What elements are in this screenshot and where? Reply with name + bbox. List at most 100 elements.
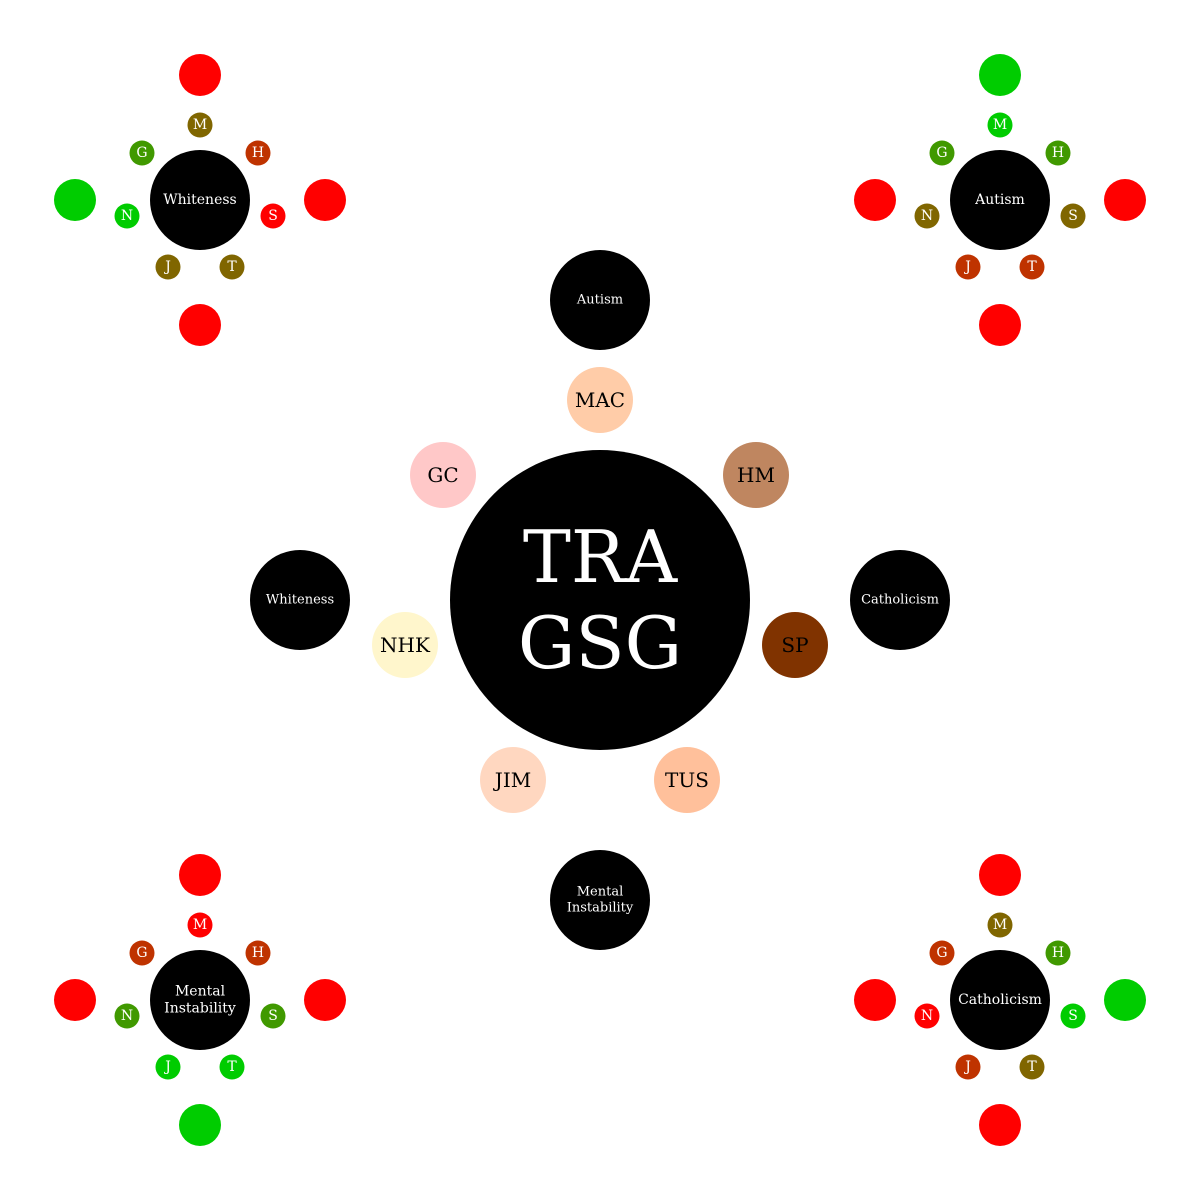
member-node-sp: SP [762, 612, 828, 678]
quadrant-mental-instability-letter-t: T [219, 1054, 245, 1080]
letter-circle [929, 940, 955, 966]
quadrant-autism-letter-h: H [1045, 140, 1071, 166]
letter-label: T [1027, 259, 1037, 275]
quadrant-whiteness-letter-t: T [219, 254, 245, 280]
member-node-tus-circle [654, 747, 720, 813]
quadrant-whiteness-hub-label: Whiteness [163, 192, 236, 208]
center-node-label: GSG [518, 601, 682, 685]
quadrant-whiteness-hub: Whiteness [150, 150, 250, 250]
letter-circle [1045, 940, 1071, 966]
letter-circle [245, 940, 271, 966]
quadrant-autism-letter-m: M [987, 112, 1013, 138]
member-node-jim-circle [480, 747, 546, 813]
quadrant-catholicism-hub-label: Catholicism [958, 992, 1042, 1008]
letter-label: M [193, 117, 207, 133]
member-node-nhk-label: NHK [380, 633, 431, 657]
topic-node-mental-instability-label: Mental [577, 885, 624, 900]
letter-label: M [993, 117, 1007, 133]
member-node-nhk-circle [372, 612, 438, 678]
quadrant-catholicism-status-dot-top [979, 854, 1021, 896]
quadrant-mental-instability-letter-h: H [245, 940, 271, 966]
letter-circle [1019, 1054, 1045, 1080]
topic-node-mental-instability-circle [550, 850, 650, 950]
letter-circle [929, 140, 955, 166]
letter-label: H [1052, 945, 1064, 961]
quadrant-whiteness-letter-s: S [260, 203, 286, 229]
letter-circle [114, 1003, 140, 1029]
quadrant-autism-letter-j: J [955, 254, 981, 280]
letter-circle [955, 1054, 981, 1080]
member-node-hm-circle [723, 442, 789, 508]
member-node-gc: GC [410, 442, 476, 508]
quadrant-catholicism-hub: Catholicism [950, 950, 1050, 1050]
letter-label: T [227, 259, 237, 275]
quadrant-whiteness-status-dot-bottom [179, 304, 221, 346]
letter-label: T [1027, 1059, 1037, 1075]
topic-node-autism: Autism [550, 250, 650, 350]
letter-label: N [121, 208, 133, 224]
quadrant-autism-letter-n: N [914, 203, 940, 229]
letter-label: G [936, 945, 947, 961]
quadrant-mental-instability-status-dot-top [179, 854, 221, 896]
quadrant-mental-instability-letter-j: J [155, 1054, 181, 1080]
topic-node-whiteness: Whiteness [250, 550, 350, 650]
letter-label: H [252, 145, 264, 161]
member-node-gc-label: GC [427, 463, 458, 487]
letter-circle [219, 1054, 245, 1080]
quadrant-whiteness-status-dot-left [54, 179, 96, 221]
quadrant-catholicism-letter-s: S [1060, 1003, 1086, 1029]
topic-node-catholicism: Catholicism [850, 550, 950, 650]
member-node-sp-label: SP [781, 633, 808, 657]
letter-label: S [268, 1008, 278, 1024]
quadrant-catholicism-letter-h: H [1045, 940, 1071, 966]
member-node-mac-label: MAC [575, 388, 625, 412]
letter-circle [260, 1003, 286, 1029]
letter-circle [260, 203, 286, 229]
topic-node-catholicism-label: Catholicism [861, 593, 939, 608]
letter-label: S [268, 208, 278, 224]
quadrant-mental-instability-hub-label: Mental [175, 984, 226, 1000]
quadrant-autism-status-dot-left [854, 179, 896, 221]
letter-circle [1019, 254, 1045, 280]
letter-circle [155, 1054, 181, 1080]
quadrant-mental-instability-letter-n: N [114, 1003, 140, 1029]
quadrant-mental-instability-status-dot-bottom [179, 1104, 221, 1146]
quadrant-whiteness-letter-m: M [187, 112, 213, 138]
quadrant-autism-status-dot-top [979, 54, 1021, 96]
letter-label: J [163, 259, 171, 275]
quadrant-autism-hub-circle [950, 150, 1050, 250]
letter-circle [129, 140, 155, 166]
letter-label: S [1068, 208, 1078, 224]
letter-label: T [227, 1059, 237, 1075]
quadrant-autism-hub-label: Autism [974, 192, 1025, 208]
member-node-hm: HM [723, 442, 789, 508]
member-node-tus: TUS [654, 747, 720, 813]
quadrant-whiteness-letter-n: N [114, 203, 140, 229]
member-node-jim-label: JIM [493, 768, 531, 792]
letter-label: J [963, 1059, 971, 1075]
quadrant-catholicism-letter-j: J [955, 1054, 981, 1080]
quadrant-whiteness-hub-circle [150, 150, 250, 250]
quadrant-whiteness-letter-h: H [245, 140, 271, 166]
letter-circle [1060, 1003, 1086, 1029]
letter-label: J [963, 259, 971, 275]
quadrant-whiteness-status-dot-right [304, 179, 346, 221]
member-node-nhk: NHK [372, 612, 438, 678]
letter-circle [219, 254, 245, 280]
quadrant-autism-status-dot-bottom [979, 304, 1021, 346]
letter-circle [1045, 140, 1071, 166]
quadrant-catholicism-letter-m: M [987, 912, 1013, 938]
quadrant-mental-instability-letter-s: S [260, 1003, 286, 1029]
letter-label: M [993, 917, 1007, 933]
quadrant-catholicism-letter-t: T [1019, 1054, 1045, 1080]
topic-node-autism-label: Autism [576, 293, 623, 308]
letter-label: G [936, 145, 947, 161]
member-node-mac-circle [567, 367, 633, 433]
topic-node-catholicism-circle [850, 550, 950, 650]
quadrant-mental-instability-hub-circle [150, 950, 250, 1050]
letter-circle [914, 1003, 940, 1029]
